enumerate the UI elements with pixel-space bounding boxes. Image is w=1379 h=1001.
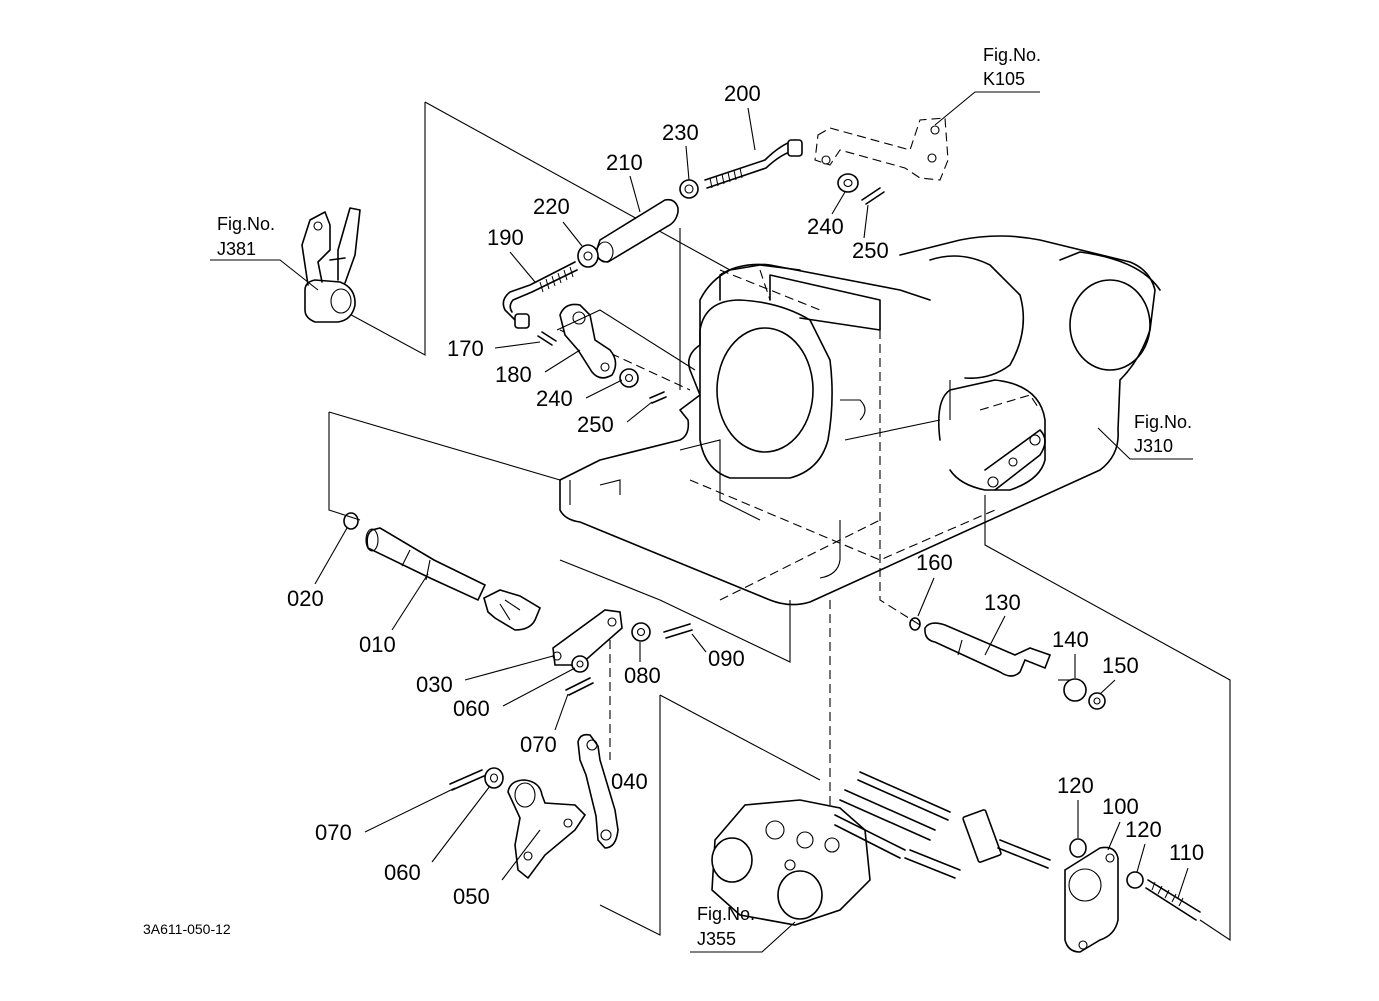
transmission-housing-drawing [559, 235, 1161, 606]
callout-190: 190 [487, 225, 524, 250]
fig-ref-j355-title: Fig.No. [697, 904, 755, 924]
callout-050: 050 [453, 884, 490, 909]
fig-ref-j310-code: J310 [1134, 436, 1173, 456]
figure-reference-j355: Fig.No. J355 [690, 904, 796, 953]
figure-reference-j381: Fig.No. J381 [210, 214, 319, 291]
callout-130: 130 [984, 590, 1021, 615]
fig-ref-j310-title: Fig.No. [1134, 412, 1192, 432]
callout-110: 110 [1169, 840, 1204, 865]
callout-040: 040 [611, 769, 648, 794]
alignment-dashed-lines [559, 269, 921, 830]
callout-200: 200 [724, 81, 761, 106]
callout-140: 140 [1052, 627, 1089, 652]
callout-160: 160 [916, 550, 953, 575]
lower-left-linkage-parts [343, 512, 693, 880]
callout-230: 230 [662, 120, 699, 145]
callout-090: 090 [708, 646, 745, 671]
callout-220: 220 [533, 194, 570, 219]
fig-ref-j381-code: J381 [217, 239, 256, 259]
part-callouts: 200 230 210 220 190 170 180 240 250 240 … [287, 81, 1204, 909]
callout-240-upper: 240 [807, 214, 844, 239]
callout-060-upper: 060 [453, 696, 490, 721]
callout-070-lower: 070 [315, 820, 352, 845]
figure-reference-j310: Fig.No. J310 [1097, 412, 1193, 460]
fig-ref-j355-code: J355 [697, 929, 736, 949]
fig-ref-k105-title: Fig.No. [983, 45, 1041, 65]
callout-100: 100 [1102, 794, 1139, 819]
callout-210: 210 [606, 150, 643, 175]
callout-070-upper: 070 [520, 732, 557, 757]
boundary-lines [319, 101, 1231, 942]
callout-120-lower: 120 [1125, 817, 1162, 842]
lower-right-linkage-parts [711, 617, 1201, 953]
callout-180: 180 [495, 362, 532, 387]
callout-240-lower: 240 [536, 386, 573, 411]
callout-120-upper: 120 [1057, 773, 1094, 798]
fig-ref-j381-title: Fig.No. [217, 214, 275, 234]
figure-reference-k105: Fig.No. K105 [934, 45, 1041, 126]
callout-020: 020 [287, 586, 324, 611]
callout-060-lower: 060 [384, 860, 421, 885]
callout-170: 170 [447, 336, 484, 361]
callout-010: 010 [359, 632, 396, 657]
upper-linkage-parts [301, 117, 949, 404]
callout-150: 150 [1102, 653, 1139, 678]
callout-030: 030 [416, 672, 453, 697]
callout-250-lower: 250 [577, 412, 614, 437]
callout-250-upper: 250 [852, 238, 889, 263]
callout-080: 080 [624, 663, 661, 688]
fig-ref-k105-code: K105 [983, 69, 1025, 89]
diagram-code: 3A611-050-12 [143, 921, 231, 937]
